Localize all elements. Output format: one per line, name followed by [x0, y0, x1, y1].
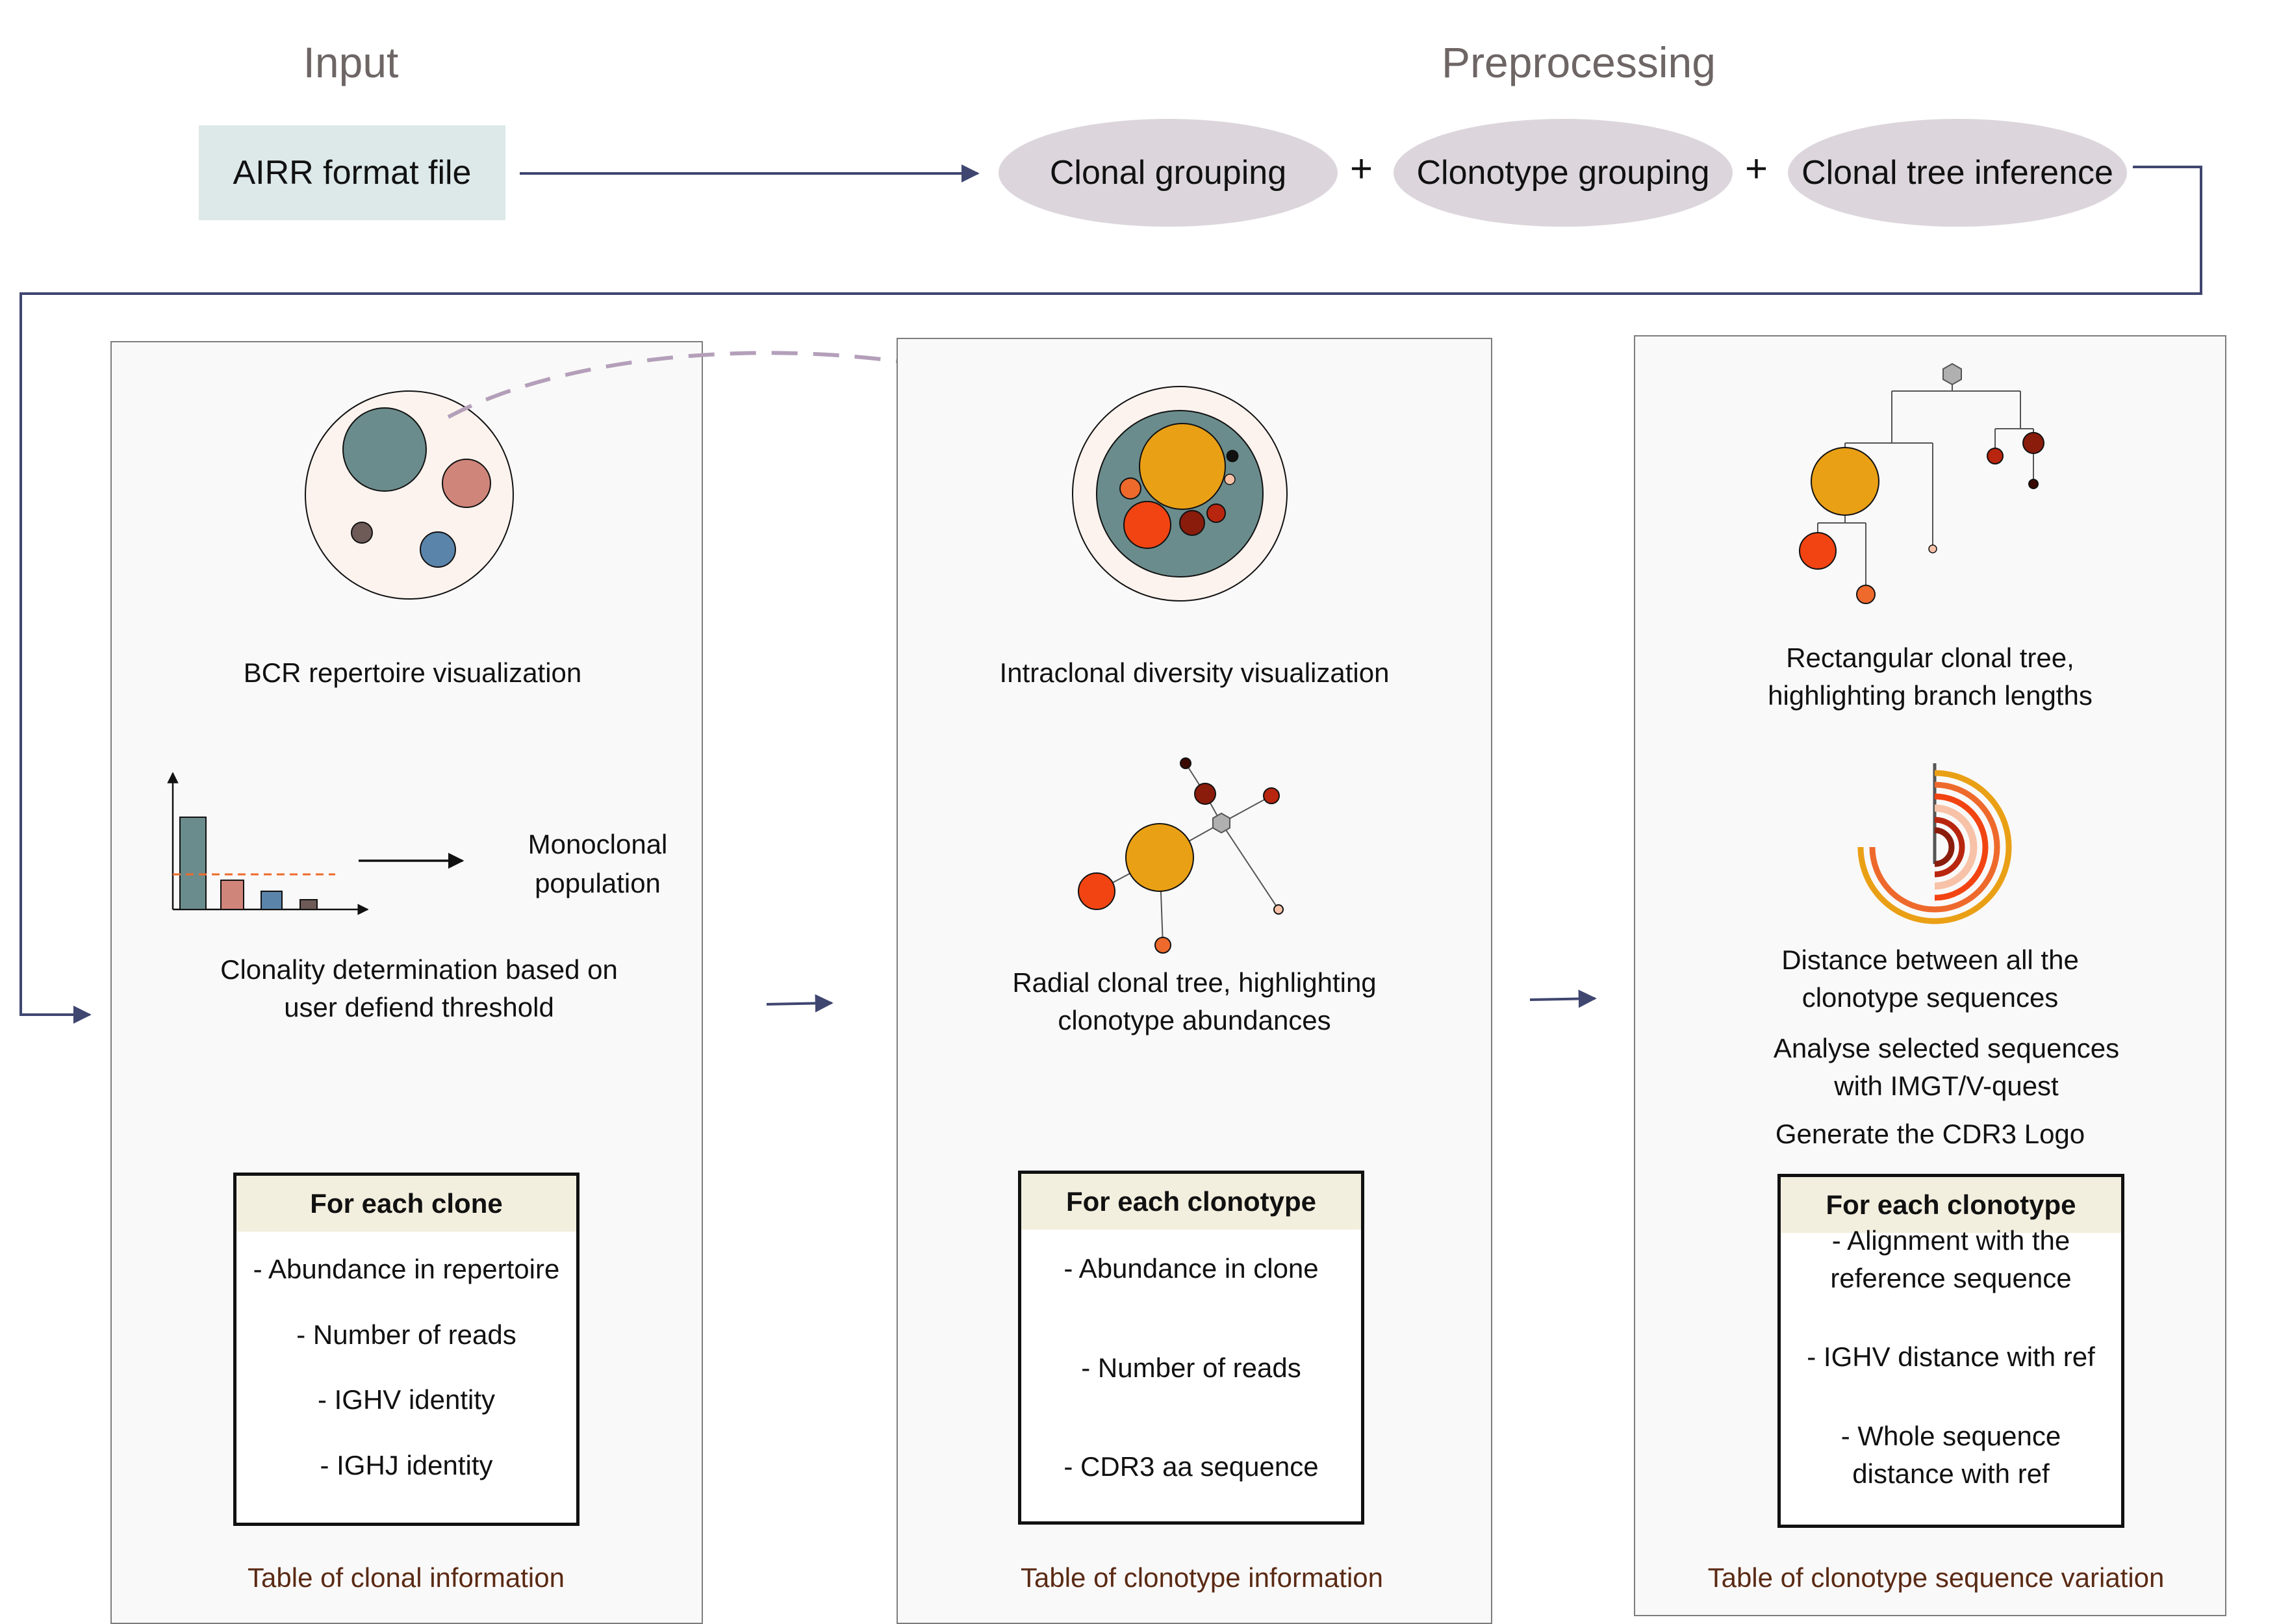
sequence-variation-table: For each clonotype - Alignment with the … — [1777, 1174, 2124, 1528]
rectangular-tree-nodes — [1799, 362, 2044, 604]
airr-input-file-label: AIRR format file — [233, 154, 472, 192]
input-title: Input — [303, 38, 399, 86]
clonotype-table-caption: Table of clonotype information — [1021, 1562, 1383, 1593]
distance-caption-line2: clonotype sequences — [1802, 982, 2059, 1013]
step-clonotype-grouping: Clonotype grouping — [1394, 119, 1733, 227]
circle-packing-icon — [305, 390, 514, 600]
rect-tree-caption-line1: Rectangular clonal tree, — [1786, 642, 2074, 673]
sequence-variation-table-row: distance with ref — [1852, 1458, 2050, 1489]
step-clonal-grouping-label: Clonal grouping — [1049, 154, 1287, 192]
step-clonal-tree-inference: Clonal tree inference — [1788, 119, 2127, 227]
preprocessing-to-analysis-connector — [19, 166, 2202, 1024]
radial-tree-caption-line2: clonotype abundances — [1058, 1005, 1331, 1035]
panel1-to-panel2-arrow — [766, 994, 834, 1013]
bar-chart-icon — [167, 772, 369, 915]
radial-tree-caption-line1: Radial clonal tree, highlighting — [1012, 967, 1377, 998]
clonotype-table-row: - Abundance in clone — [1063, 1253, 1319, 1284]
preprocessing-title: Preprocessing — [1442, 38, 1716, 86]
plus-sign-2: + — [1745, 147, 1768, 190]
airr-input-file: AIRR format file — [199, 125, 505, 220]
imgt-caption-line2: with IMGT/V-quest — [1834, 1071, 2059, 1101]
clone-table-row: - IGHV identity — [317, 1384, 496, 1415]
sequence-variation-table-caption: Table of clonotype sequence variation — [1707, 1562, 2165, 1593]
clonotype-table-row: - Number of reads — [1081, 1352, 1301, 1383]
plus-sign-1: + — [1350, 147, 1373, 190]
step-clonal-tree-inference-label: Clonal tree inference — [1802, 154, 2113, 192]
clonotype-table: For each clonotype - Abundance in clone … — [1018, 1171, 1364, 1525]
arc-distance-icon — [1857, 763, 2012, 924]
clonotype-table-row: - CDR3 aa sequence — [1063, 1451, 1319, 1482]
monoclonal-caption-line1: Monoclonal — [528, 829, 668, 859]
step-clonotype-grouping-label: Clonotype grouping — [1416, 154, 1710, 192]
step-clonal-grouping: Clonal grouping — [999, 119, 1338, 227]
cdr3-logo-caption: Generate the CDR3 Logo — [1775, 1119, 2085, 1149]
imgt-caption-line1: Analyse selected sequences — [1773, 1033, 2120, 1063]
sequence-variation-table-row: - Alignment with the — [1831, 1225, 2070, 1256]
clone-table-row: - IGHJ identity — [320, 1450, 493, 1480]
clonality-caption-line2: user defiend threshold — [284, 992, 554, 1022]
distance-caption-line1: Distance between all the — [1781, 945, 2079, 975]
sequence-variation-table-row: - IGHV distance with ref — [1807, 1341, 2095, 1372]
clone-table: For each clone - Abundance in repertoire… — [233, 1173, 579, 1526]
radial-tree-icon — [1078, 757, 1284, 954]
intraclonal-caption: Intraclonal diversity visualization — [999, 657, 1390, 688]
clone-table-caption: Table of clonal information — [248, 1562, 565, 1593]
bcr-repertoire-caption: BCR repertoire visualization — [243, 657, 582, 688]
clone-table-row: - Number of reads — [296, 1319, 516, 1350]
monoclonal-caption-line2: population — [535, 868, 661, 898]
clonotype-table-title: For each clonotype — [1021, 1174, 1361, 1230]
clonality-caption-line1: Clonality determination based on — [220, 954, 618, 985]
rect-tree-caption-line2: highlighting branch lengths — [1768, 680, 2093, 711]
sequence-variation-table-row: - Whole sequence — [1840, 1421, 2061, 1451]
panel2-to-panel3-arrow — [1529, 989, 1597, 1008]
clone-table-title: For each clone — [236, 1176, 576, 1232]
sequence-variation-table-title: For each clonotype — [1781, 1177, 2121, 1233]
intraclonal-circle-icon — [1072, 386, 1288, 602]
clone-table-row: - Abundance in repertoire — [253, 1254, 560, 1284]
sequence-variation-table-row: reference sequence — [1830, 1263, 2072, 1293]
